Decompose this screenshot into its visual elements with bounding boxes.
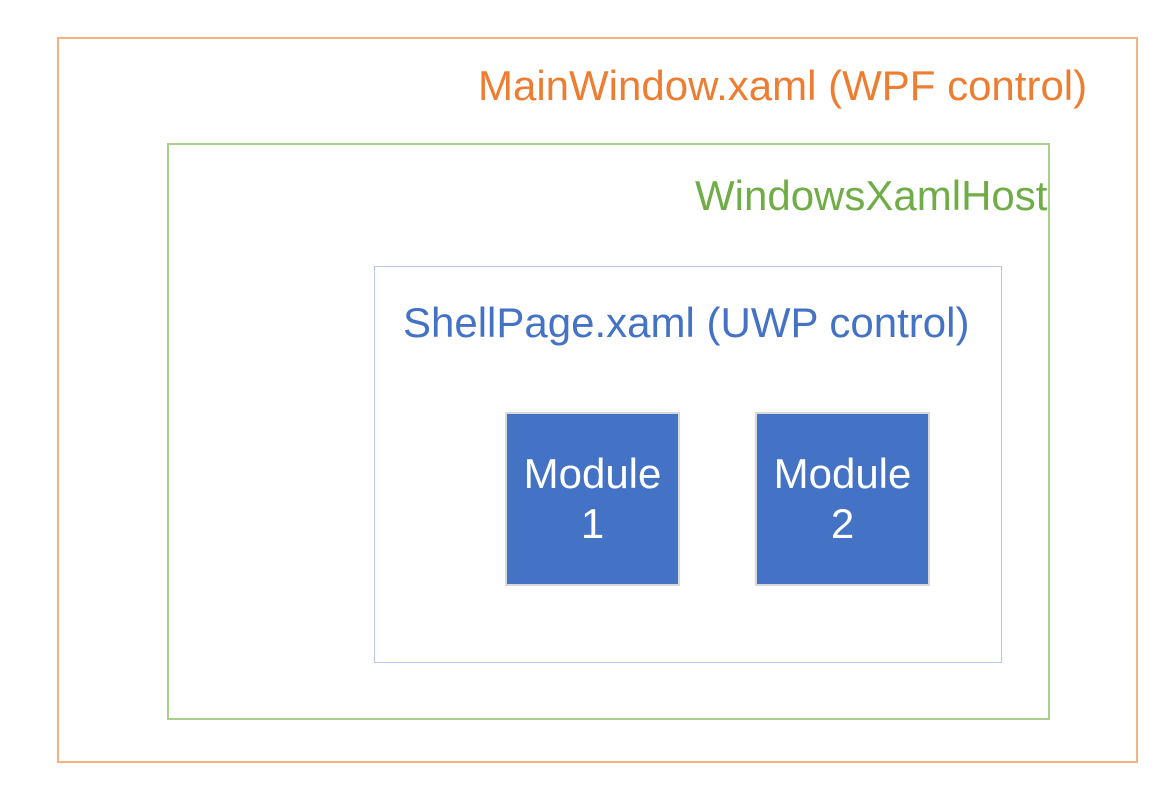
shellpage-label: ShellPage.xaml (UWP control) bbox=[403, 299, 970, 346]
module-1-label: Module bbox=[523, 450, 662, 498]
windowsxamlhost-box: WindowsXamlHost ShellPage.xaml (UWP cont… bbox=[167, 143, 1050, 720]
module-2-box: Module 2 bbox=[755, 412, 930, 586]
module-1-box: Module 1 bbox=[505, 412, 680, 586]
mainwindow-label: MainWindow.xaml (WPF control) bbox=[478, 62, 1088, 109]
mainwindow-box: MainWindow.xaml (WPF control) WindowsXam… bbox=[57, 37, 1138, 763]
module-1-number: 1 bbox=[580, 500, 605, 547]
module-2-number: 2 bbox=[830, 500, 855, 547]
shellpage-box: ShellPage.xaml (UWP control) Module 1 Mo… bbox=[374, 266, 1002, 663]
module-2-label: Module bbox=[773, 450, 912, 498]
windowsxamlhost-label: WindowsXamlHost bbox=[695, 172, 1048, 219]
